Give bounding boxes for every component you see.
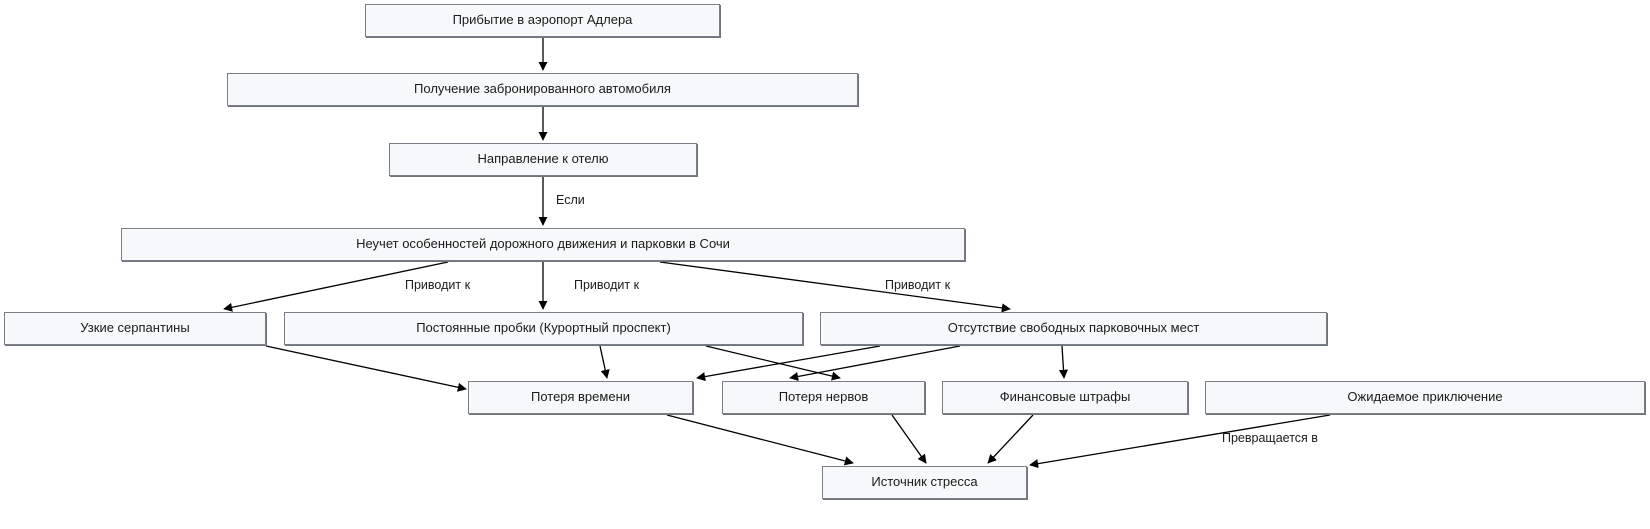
node-label: Источник стресса	[871, 474, 978, 490]
edge-noparking-time	[696, 345, 881, 382]
edge-label-transforms-into: Превращается в	[1222, 431, 1318, 445]
node-label: Потеря нервов	[778, 389, 869, 405]
edge-jams-time	[599, 345, 610, 379]
node-label: Направление к отелю	[477, 151, 609, 167]
node-loss-of-nerves[interactable]: Потеря нервов	[722, 381, 925, 414]
node-financial-fines[interactable]: Финансовые штрафы	[942, 381, 1188, 414]
node-label: Ожидаемое приключение	[1347, 389, 1503, 405]
edge-noparking-nerves	[789, 345, 961, 381]
node-label: Потеря времени	[530, 389, 631, 405]
edge-serpentine-time	[265, 345, 467, 392]
node-label: Постоянные пробки (Курортный проспект)	[416, 320, 671, 336]
node-expected-adventure[interactable]: Ожидаемое приключение	[1205, 381, 1645, 414]
edge-noparking-fines	[1058, 345, 1069, 379]
edge-time-stress	[666, 414, 854, 466]
node-label: Прибытие в аэропорт Адлера	[452, 12, 633, 28]
node-label: Неучет особенностей дорожного движения и…	[356, 236, 730, 252]
edge-jams-nerves	[705, 345, 841, 381]
edge-label-leads-to-serpentines: Приводит к	[405, 278, 471, 292]
edge-fines-stress	[987, 414, 1034, 464]
node-car[interactable]: Получение забронированного автомобиля	[227, 73, 858, 106]
node-narrow-serpentines[interactable]: Узкие серпантины	[4, 312, 266, 345]
node-label: Отсутствие свободных парковочных мест	[947, 320, 1200, 336]
edge-label-if: Если	[556, 193, 585, 207]
node-ignore-traffic[interactable]: Неучет особенностей дорожного движения и…	[121, 228, 965, 261]
node-hotel[interactable]: Направление к отелю	[389, 143, 697, 176]
node-traffic-jams[interactable]: Постоянные пробки (Курортный проспект)	[284, 312, 803, 345]
node-label: Финансовые штрафы	[999, 389, 1131, 405]
edge-nerves-stress	[891, 414, 927, 464]
node-label: Узкие серпантины	[80, 320, 190, 336]
edge-label-leads-to-jams: Приводит к	[574, 278, 640, 292]
edge-ignore-noparking	[659, 261, 1011, 313]
node-label: Получение забронированного автомобиля	[414, 81, 671, 97]
node-arrival[interactable]: Прибытие в аэропорт Адлера	[365, 4, 720, 37]
edge-label-leads-to-no-parking: Приводит к	[885, 278, 951, 292]
node-loss-of-time[interactable]: Потеря времени	[468, 381, 693, 414]
node-stress-source[interactable]: Источник стресса	[822, 466, 1027, 499]
node-no-parking[interactable]: Отсутствие свободных парковочных мест	[820, 312, 1327, 345]
